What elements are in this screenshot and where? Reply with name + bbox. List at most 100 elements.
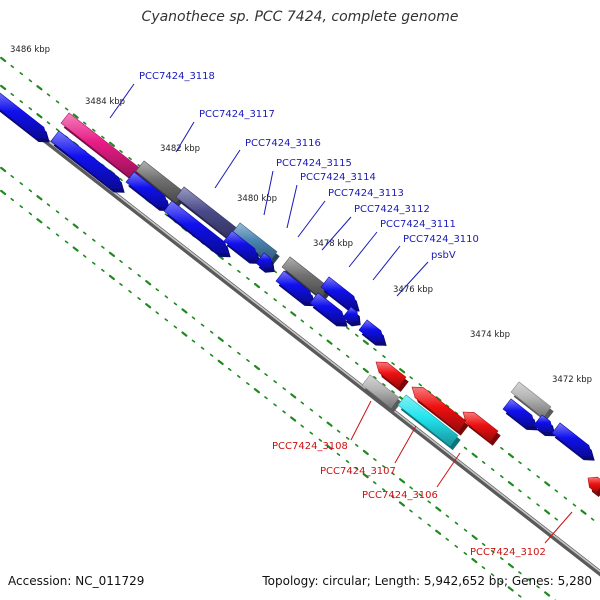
scale-tick [36, 195, 43, 201]
scale-tick [101, 135, 105, 139]
scale-tick [64, 217, 69, 221]
scale-tick [536, 585, 540, 589]
scale-tick [191, 316, 196, 320]
gene-body [320, 276, 358, 308]
scale-tick [354, 361, 359, 365]
leader-line [214, 149, 241, 189]
scale-tick [527, 468, 531, 472]
gene-body [163, 200, 229, 254]
scale-tick [500, 446, 504, 451]
scale-tick [318, 333, 323, 337]
gene-forward-8 [309, 292, 348, 327]
scale-tick [246, 382, 250, 386]
scale-label: 3484 kbp [85, 97, 125, 107]
scale-tick [518, 489, 522, 493]
scale-tick [209, 353, 214, 357]
scale-tick [373, 375, 377, 380]
scale-tick [19, 182, 24, 186]
scale-tick [128, 156, 132, 161]
scale-tick [290, 416, 297, 422]
scale-tick [536, 503, 540, 507]
gene-label-pcc7424_3117: PCC7424_3117 [199, 109, 275, 120]
scale-tick [46, 226, 51, 230]
scale-tick [418, 383, 423, 387]
scale-tick [309, 408, 314, 412]
scale-tick [490, 549, 495, 554]
scale-label: 3482 kbp [160, 144, 200, 154]
scale-tick [200, 346, 205, 350]
gene-label-pcc7424_3102: PCC7424_3102 [470, 547, 546, 558]
scale-tick [362, 472, 369, 479]
scale-tick [518, 571, 522, 575]
scale-tick [326, 339, 333, 345]
leader-line [109, 83, 135, 119]
gene-body [502, 398, 536, 427]
scale-tick [0, 56, 7, 63]
scale-label: 3480 kbp [237, 194, 277, 204]
leader-line [350, 400, 372, 441]
scale-tick [145, 280, 152, 286]
gene-body [397, 394, 459, 447]
scale-tick [64, 107, 69, 111]
scale-tick [273, 403, 277, 407]
gene-label-pcc7424_3106: PCC7424_3106 [362, 490, 438, 501]
scale-tick [527, 578, 531, 582]
scale-tick [290, 393, 297, 399]
scale-tick [55, 128, 60, 132]
leader-line [348, 231, 378, 268]
scale-tick [282, 305, 286, 309]
scale-tick [382, 354, 386, 359]
scale-tick [72, 246, 79, 252]
gene-body [342, 306, 359, 323]
scale-tick [490, 467, 495, 472]
gene-forward-11 [533, 414, 556, 437]
scale-tick [463, 551, 468, 556]
scale-tick [28, 189, 33, 193]
gene-body [0, 92, 48, 139]
scale-tick [282, 387, 286, 391]
gene-body [533, 414, 554, 433]
scale-tick [108, 141, 116, 147]
gene-label-pcc7424_3111: PCC7424_3111 [380, 219, 456, 230]
scale-tick [345, 459, 350, 464]
scale-tick [471, 534, 478, 540]
scale-tick [507, 586, 514, 592]
scale-tick [362, 367, 369, 374]
scale-tick [119, 149, 123, 153]
scale-tick [246, 276, 250, 281]
scale-tick [445, 514, 450, 518]
scale-tick [409, 509, 413, 513]
scale-tick [46, 93, 51, 97]
gene-label-pcc7424_3116: PCC7424_3116 [245, 138, 321, 149]
gene-body [309, 292, 346, 323]
scale-tick [382, 383, 386, 387]
scale-tick [527, 496, 531, 500]
scale-tick [55, 233, 60, 237]
scale-tick [36, 85, 43, 91]
scale-tick [499, 580, 504, 584]
scale-tick [137, 274, 141, 278]
scale-tick [590, 517, 595, 521]
scale-tick [481, 566, 486, 570]
scale-tick [336, 347, 341, 351]
scale-tick [72, 113, 79, 119]
scale-tick [137, 297, 141, 301]
gene-forward-2 [125, 171, 171, 212]
scale-track-inner-bottom [0, 166, 557, 600]
gene-body [135, 160, 185, 203]
scale-tick [463, 446, 468, 450]
leader-line [286, 184, 298, 229]
scale-tick [36, 218, 43, 224]
scale-tick [0, 84, 7, 91]
scale-tick [391, 362, 395, 366]
scale-tick [463, 528, 468, 532]
scale-tick [563, 496, 568, 500]
scale-tick [10, 197, 15, 202]
scale-tick [119, 282, 123, 287]
scale-tick [418, 516, 422, 520]
scale-tick [101, 245, 105, 249]
backbone-line [0, 101, 600, 577]
scale-tick [19, 72, 24, 76]
scale-tick [445, 404, 450, 408]
